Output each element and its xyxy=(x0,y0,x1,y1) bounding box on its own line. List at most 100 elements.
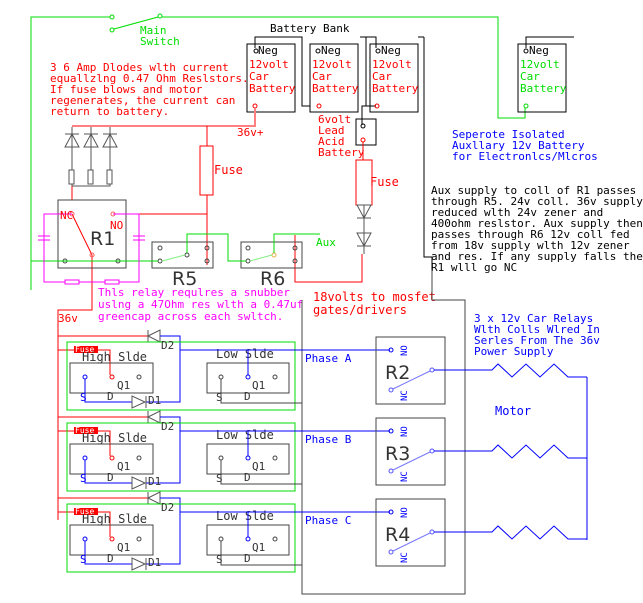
relay-nc-label: NC xyxy=(400,390,410,401)
aux-note-line: from 18v supply wlth 12v zener xyxy=(431,239,630,252)
relay-label: R3 xyxy=(385,443,410,465)
aux-note-line: passes through R6 12v coll fed xyxy=(431,228,630,241)
main-switch-wiring xyxy=(30,13,526,290)
battery-label: Car xyxy=(372,70,392,83)
relay-note-line: Wlth Colls Wlred In xyxy=(474,323,600,336)
d2-diode-icon xyxy=(146,491,161,505)
battery-neg-label: Neg xyxy=(258,44,278,57)
d2-label: D2 xyxy=(161,501,174,514)
aux-fuse-label: Fuse xyxy=(370,175,399,189)
gate-fuse-icon xyxy=(74,427,98,434)
diode-note-line: return to battery. xyxy=(50,105,169,118)
relay-label: R4 xyxy=(385,524,410,546)
diode-note-line: regenerates, the current can xyxy=(50,94,235,107)
battery-neg-label: Neg xyxy=(381,44,401,57)
high-side-mosfet xyxy=(69,524,154,556)
snubber-note-line: uslng a 47Ohm res wlth a 0.47uf xyxy=(98,298,303,311)
battery-neg-label: Neg xyxy=(321,44,341,57)
q1-label: Q1 xyxy=(117,379,130,392)
battery-label: Car xyxy=(249,70,269,83)
drain-label: D xyxy=(107,552,114,565)
aux-battery-label: 12volt xyxy=(520,58,560,71)
main-switch-label-2: Switch xyxy=(140,35,180,48)
lead-acid-label: Battery xyxy=(318,146,365,159)
drain-label: D xyxy=(107,390,114,403)
diode-note-line: 3 6 Amp Dlodes wlth current xyxy=(50,61,229,74)
snubber-network xyxy=(38,213,145,285)
d2-diode-icon xyxy=(146,410,161,424)
q1-label: Q1 xyxy=(117,460,130,473)
source-label: S xyxy=(80,553,87,566)
main-switch-label: Main xyxy=(140,24,167,37)
aux-battery-positive xyxy=(523,103,529,109)
relay-note-line: Serles From The 36v xyxy=(474,334,600,347)
snubber-note-line: Thls relay requlres a snubber xyxy=(98,286,290,299)
d1-diode-icon xyxy=(131,557,147,571)
r6-label: R6 xyxy=(260,268,285,290)
battery-label: Car xyxy=(312,70,332,83)
relay-no-label: NO xyxy=(400,507,410,518)
aux-battery-label: Car xyxy=(520,70,540,83)
phase-label: Phase A xyxy=(305,352,352,365)
drain-label: D xyxy=(244,552,251,565)
lead-acid-label: Lead xyxy=(318,124,345,137)
aux-battery-neg-label: Neg xyxy=(529,44,549,57)
gate-fuse-icon xyxy=(74,346,98,353)
positive-36v-label: 36v+ xyxy=(237,126,264,139)
r1-nc-label: NC xyxy=(60,209,73,222)
drain-label: D xyxy=(244,390,251,403)
aux-note-line: 400ohm reslstor. Aux supply then xyxy=(431,217,643,230)
source-label: S xyxy=(80,391,87,404)
battery-label: Battery xyxy=(312,82,359,95)
low-side-label: Low Slde xyxy=(216,509,274,523)
high-side-mosfet xyxy=(69,362,154,394)
d1-diode-icon xyxy=(131,476,147,490)
relay-nc-label: NC xyxy=(400,552,410,563)
battery-label: 12volt xyxy=(249,58,289,71)
high-side-mosfet xyxy=(69,443,154,475)
aux-note-line: through R5. 24v coll. 36v supply xyxy=(431,195,643,208)
diode-note-line: equallzlng 0.47 Ohm Reslstors. xyxy=(50,72,249,85)
source-label: S xyxy=(216,391,223,404)
aux-battery-note-line: Auxllary 12v Battery xyxy=(452,139,585,152)
r1-label: R1 xyxy=(90,228,115,250)
gate-note-line: gates/drivers xyxy=(313,303,407,317)
battery-label: Battery xyxy=(372,82,419,95)
relay-no-label: NO xyxy=(400,345,410,356)
aux-battery-note-line: Seperote Isolated xyxy=(452,128,565,141)
source-label: S xyxy=(216,553,223,566)
d1-label: D1 xyxy=(148,556,161,569)
diode-note-line: If fuse blows and motor xyxy=(50,83,203,96)
aux-battery-note-line: for Electronlcs/Mlcros xyxy=(452,150,598,163)
relay-nc-label: NC xyxy=(400,471,410,482)
motor-label: Motor xyxy=(495,404,531,418)
r1-no-label: NO xyxy=(110,219,123,232)
aux-note-line: R1 wlll go NC xyxy=(431,261,517,274)
lead-acid-label: 6volt xyxy=(318,113,351,126)
drain-label: D xyxy=(107,471,114,484)
relay-label: R2 xyxy=(385,362,410,384)
battery-label: Battery xyxy=(249,82,296,95)
relay-no-label: NO xyxy=(400,426,410,437)
main-fuse-label: Fuse xyxy=(214,163,243,177)
gate-note-line: 18volts to mosfet xyxy=(313,290,436,304)
source-label: S xyxy=(216,472,223,485)
lead-acid-label: Acid xyxy=(318,135,345,148)
high-side-label: High Slde xyxy=(82,431,147,445)
d1-label: D1 xyxy=(148,394,161,407)
high-side-label: High Slde xyxy=(82,350,147,364)
aux-note-line: reduced wlth 24v zener and xyxy=(431,206,603,219)
phase-board xyxy=(66,341,296,411)
gate-fuse-label: Fuse xyxy=(75,426,94,435)
supply-36v-label: 36v xyxy=(58,312,78,325)
relay-note-line: 3 x 12v Car Relays xyxy=(474,312,593,325)
high-side-label: High Slde xyxy=(82,512,147,526)
battery-label: 12volt xyxy=(372,58,412,71)
snubber-note-line: greencap across each swltch. xyxy=(98,310,283,323)
